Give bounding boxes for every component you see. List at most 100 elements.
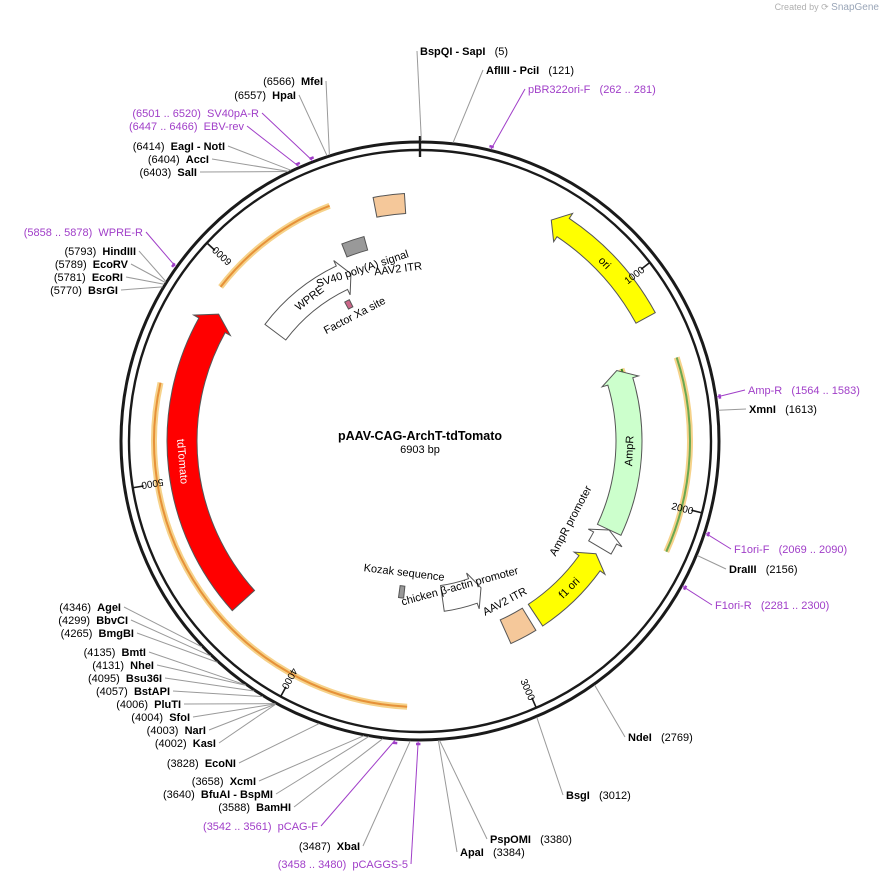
- feature-factor-xa-site-9: Factor Xa site: [322, 295, 388, 337]
- site-mfei-8: (6566) MfeI: [263, 76, 323, 88]
- site-leader-8: [325, 80, 330, 156]
- tick-mark-4000: [279, 686, 287, 697]
- label-part-b: EcoNI: [205, 758, 236, 770]
- site-leader-15: [125, 276, 165, 285]
- label-part-a: (2069 .. 2090): [779, 544, 848, 556]
- label-part-b: EcoRV: [93, 259, 129, 271]
- label-part-b: NdeI: [628, 732, 652, 744]
- site-label-1: AflIII - PciI (121): [486, 65, 574, 77]
- primer-leader-6: [145, 231, 177, 268]
- primer-label-8: (6447 .. 6466) EBV-rev: [129, 121, 244, 133]
- label-part-b: EcoRI: [92, 272, 123, 284]
- site-label-32: (3487) XbaI: [299, 841, 360, 853]
- gap: [752, 600, 761, 612]
- label-part-b: NarI: [185, 725, 206, 737]
- tick-label-5000: 5000: [140, 476, 164, 490]
- label-part-a: (3458 .. 3480): [278, 859, 347, 871]
- feature-arrow-11: [372, 192, 407, 218]
- primer-sv40pa-r-7: (6501 .. 6520) SV40pA-R: [132, 108, 259, 120]
- feature-ori-0: ori: [550, 212, 656, 324]
- site-label-27: (4002) KasI: [155, 738, 216, 750]
- tick-label-2000: 2000: [670, 501, 695, 517]
- tick-mark-2000: [691, 509, 703, 514]
- site-leader-2: [718, 408, 747, 411]
- label-part-a: (3542 .. 3561): [203, 821, 272, 833]
- label-part-a: (6501 .. 6520): [132, 108, 201, 120]
- site-label-10: (6414) EagI - NotI: [133, 141, 225, 153]
- site-eagi-noti-10: (6414) EagI - NotI: [133, 141, 225, 153]
- site-hindiii-13: (5793) HindIII: [64, 246, 136, 258]
- label-part-a: (1613): [785, 404, 817, 416]
- label-part-b: BamHI: [256, 802, 291, 814]
- feature-arrow-2: [587, 528, 623, 555]
- feature-label-1: AmpR: [623, 435, 636, 466]
- label-part-a: (5): [495, 46, 508, 58]
- site-agei-17: (4346) AgeI: [59, 602, 121, 614]
- primer-pcaggs-5-5: (3458 .. 3480) pCAGGS-5: [278, 859, 408, 871]
- snapgene-logo-icon: ⟳: [821, 2, 829, 12]
- label-part-b: BfuAI - BspMI: [201, 789, 273, 801]
- label-part-b: PluTI: [154, 699, 181, 711]
- tick-mark-1000: [640, 261, 651, 270]
- site-label-11: (6404) AccI: [148, 154, 209, 166]
- label-part-a: (262 .. 281): [600, 84, 656, 96]
- site-label-12: (6403) SalI: [140, 167, 198, 179]
- label-part-b: DraIII: [729, 564, 757, 576]
- site-hpai-9: (6557) HpaI: [234, 90, 296, 102]
- site-xcmi-29: (3658) XcmI: [192, 776, 256, 788]
- label-part-b: KasI: [193, 738, 216, 750]
- primer-leader-0: [490, 88, 526, 150]
- site-label-18: (4299) BbvCI: [58, 615, 128, 627]
- feature-label-9: Factor Xa site: [322, 295, 388, 337]
- site-draiii-3: DraIII (2156): [729, 564, 797, 576]
- site-label-21: (4131) NheI: [92, 660, 154, 672]
- label-part-b: HindIII: [102, 246, 136, 258]
- site-sali-12: (6403) SalI: [140, 167, 198, 179]
- feature-arrow-4: [499, 607, 537, 645]
- feature-label-11: AAV2 ITR: [374, 260, 423, 278]
- label-part-b: F1ori-R: [715, 600, 752, 612]
- site-leader-1: [452, 69, 484, 143]
- leader-line-layer: [120, 50, 747, 865]
- primer-pbr322ori-f-0: pBR322ori-F (262 .. 281): [528, 84, 656, 96]
- site-label-4: NdeI (2769): [628, 732, 693, 744]
- label-part-b: BspQI - SapI: [420, 46, 485, 58]
- primer-label-6: (5858 .. 5878) WPRE-R: [24, 227, 143, 239]
- label-part-a: (4265): [61, 628, 93, 640]
- primer-mark-6: [171, 262, 176, 268]
- gap: [757, 564, 766, 576]
- label-part-a: (3012): [599, 790, 631, 802]
- label-part-a: (3384): [493, 847, 525, 859]
- site-label-26: (4003) NarI: [147, 725, 206, 737]
- primer-label-0: pBR322ori-F (262 .. 281): [528, 84, 656, 96]
- site-pspomi-6: PspOMI (3380): [490, 834, 572, 846]
- primer-leader-1: [716, 389, 746, 398]
- site-leader-21: [156, 664, 247, 686]
- primer-amp-r-1: Amp-R (1564 .. 1583): [748, 385, 860, 397]
- label-part-a: (4057): [96, 686, 128, 698]
- label-part-b: XbaI: [337, 841, 360, 853]
- label-part-a: (4002): [155, 738, 187, 750]
- label-part-b: WPRE-R: [98, 227, 143, 239]
- feature-label-6: Kozak sequence: [363, 562, 445, 584]
- site-bmgbi-19: (4265) BmgBI: [61, 628, 134, 640]
- site-label-5: BsgI (3012): [566, 790, 631, 802]
- label-part-a: (6557): [234, 90, 266, 102]
- label-part-b: BstAPI: [134, 686, 170, 698]
- label-part-a: (121): [548, 65, 574, 77]
- site-pluti-24: (4006) PluTI: [116, 699, 181, 711]
- site-ndei-4: NdeI (2769): [628, 732, 693, 744]
- site-nhei-21: (4131) NheI: [92, 660, 154, 672]
- site-leader-25: [192, 703, 276, 718]
- label-part-a: (1564 .. 1583): [791, 385, 860, 397]
- site-label-2: XmnI (1613): [749, 404, 817, 416]
- label-part-a: (5793): [64, 246, 96, 258]
- tick-label-3000: 3000: [517, 678, 536, 703]
- feature-arrow-10: [341, 235, 369, 258]
- primer-leader-8: [246, 125, 300, 167]
- label-part-b: XmnI: [749, 404, 776, 416]
- site-leader-12: [199, 171, 289, 173]
- label-part-a: (3658): [192, 776, 224, 788]
- primer-leader-2: [705, 532, 732, 550]
- site-bsrgi-16: (5770) BsrGI: [50, 285, 118, 297]
